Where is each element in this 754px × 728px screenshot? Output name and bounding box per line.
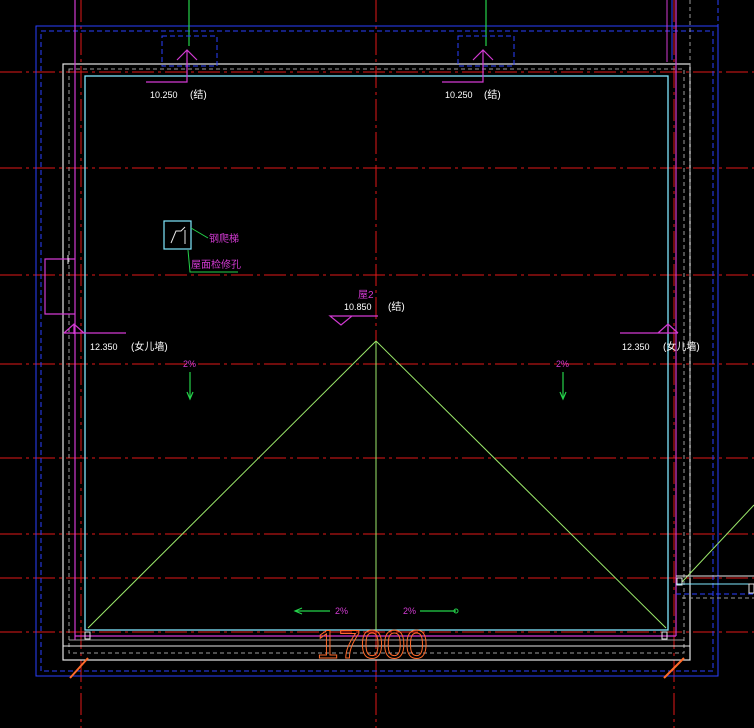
roof-hatch-box xyxy=(163,220,192,250)
roof-zone-label: 屋2 xyxy=(358,289,374,301)
dimension-ticks xyxy=(69,657,685,679)
post-bottom-left xyxy=(84,631,91,640)
outer-outline-blue xyxy=(35,25,719,677)
elev-top-right-note: (结) xyxy=(484,88,501,101)
dim-tick-left xyxy=(69,657,89,679)
slope-label-bottom-left: 2% xyxy=(335,606,348,616)
hip-adjacent-roof xyxy=(681,504,754,583)
slope-arrowhead-bottom-left xyxy=(293,607,303,615)
slope-arrowhead-right xyxy=(559,391,567,401)
center-elev-triangle xyxy=(328,315,378,326)
slope-label-right: 2% xyxy=(556,359,569,369)
dimension-value: 17000 xyxy=(316,623,427,667)
drain-arrow-left xyxy=(146,49,198,83)
ladder-symbol xyxy=(170,226,186,244)
drain-arrow-right xyxy=(442,49,494,83)
drain-box-right xyxy=(457,35,515,67)
roof-hatch xyxy=(163,220,238,273)
elev-center-note: (结) xyxy=(388,300,405,313)
ladder-label: 钢爬梯 xyxy=(209,232,239,245)
slope-arrows xyxy=(186,372,567,615)
right-elev-marker xyxy=(620,323,679,334)
corner-posts xyxy=(84,577,754,640)
slope-arrowhead-left xyxy=(186,391,194,401)
elev-top-left-note: (结) xyxy=(190,88,207,101)
wall-outline-white xyxy=(62,63,691,661)
dim-tick-right xyxy=(663,657,685,679)
hatch-label: 屋面检修孔 xyxy=(191,258,241,271)
roof-drains xyxy=(146,0,515,83)
elev-left: 12.350 xyxy=(90,342,118,352)
building-outlines xyxy=(35,25,719,677)
outer-outline-blue-dashed xyxy=(40,30,714,672)
elev-right: 12.350 xyxy=(622,342,650,352)
post-right-adjacent xyxy=(676,577,683,586)
elev-right-note: (女儿墙) xyxy=(663,340,700,353)
left-wall-notch xyxy=(44,258,75,315)
ladder-leader xyxy=(190,227,209,239)
elev-left-note: (女儿墙) xyxy=(131,340,168,353)
slope-label-bottom-right: 2% xyxy=(403,606,416,616)
elevation-symbols xyxy=(63,315,679,334)
slope-dot-bottom-right xyxy=(453,608,459,614)
slope-label-left: 2% xyxy=(183,359,196,369)
post-bottom-right xyxy=(661,631,668,640)
post-far-right xyxy=(748,583,754,594)
elev-top-left: 10.250 xyxy=(150,90,178,100)
adjacent-structure xyxy=(676,0,754,599)
hip-left xyxy=(87,340,377,629)
elev-top-right: 10.250 xyxy=(445,90,473,100)
left-elev-marker xyxy=(63,323,126,334)
labels: 10.250 (结) 10.250 (结) 屋2 10.850 (结) 12.3… xyxy=(90,88,700,668)
elev-center: 10.850 xyxy=(344,302,372,312)
hip-right xyxy=(375,340,667,629)
drain-box-left xyxy=(161,35,218,67)
hatch-leader xyxy=(187,249,238,273)
wall-outline-gray-dashed xyxy=(68,68,685,654)
magenta-lines xyxy=(44,0,677,640)
roof-ridges xyxy=(87,340,754,630)
